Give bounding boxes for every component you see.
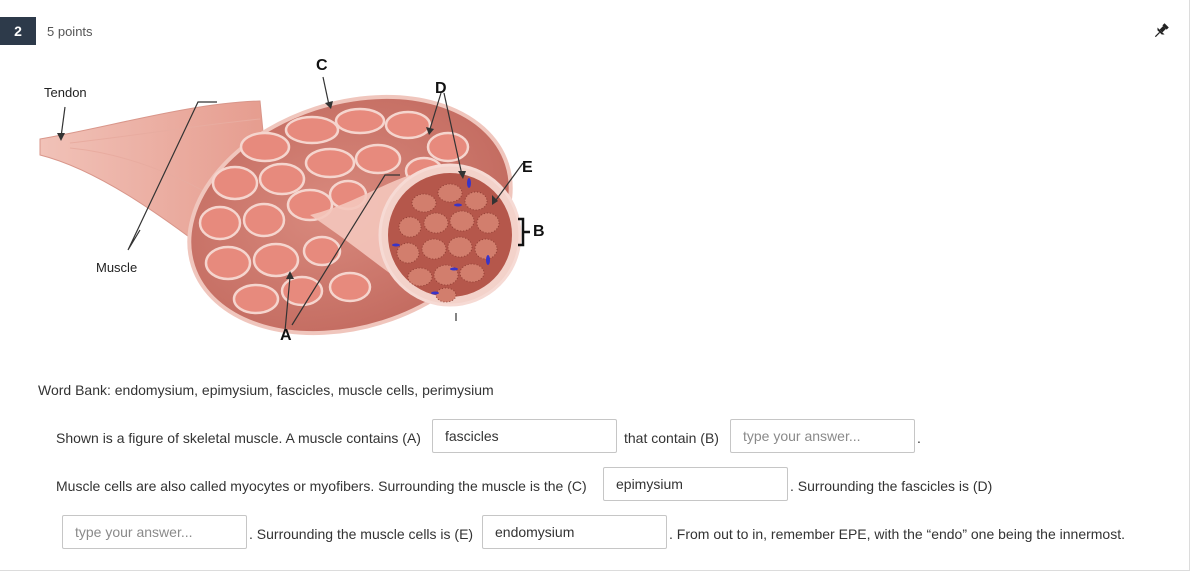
question-number: 2 (0, 17, 36, 45)
answer-e-input[interactable] (482, 515, 667, 549)
answer-c-input[interactable] (603, 467, 788, 501)
label-a: A (280, 327, 292, 345)
label-tendon: Tendon (44, 85, 87, 100)
muscle-diagram (30, 55, 570, 355)
sentence-part-7: . From out to in, remember EPE, with the… (669, 526, 1125, 542)
label-muscle: Muscle (96, 260, 137, 275)
answer-a-input[interactable] (432, 419, 617, 453)
label-b: B (533, 223, 545, 241)
label-e: E (522, 159, 533, 177)
pin-icon[interactable] (1152, 22, 1170, 40)
label-d: D (435, 80, 447, 98)
answer-b-input[interactable] (730, 419, 915, 453)
sentence-part-6: . Surrounding the muscle cells is (E) (249, 526, 473, 542)
sentence-part-2: that contain (B) (624, 430, 719, 446)
answer-d-input[interactable] (62, 515, 247, 549)
label-c: C (316, 57, 328, 75)
muscle-figure: Tendon Muscle C D E B A (30, 55, 570, 355)
word-bank: Word Bank: endomysium, epimysium, fascic… (38, 382, 494, 398)
sentence-part-3: . (917, 430, 921, 446)
question-points: 5 points (47, 24, 93, 39)
sentence-part-4: Muscle cells are also called myocytes or… (56, 478, 587, 494)
sentence-part-5: . Surrounding the fascicles is (D) (790, 478, 992, 494)
sentence-part-1: Shown is a figure of skeletal muscle. A … (56, 430, 421, 446)
